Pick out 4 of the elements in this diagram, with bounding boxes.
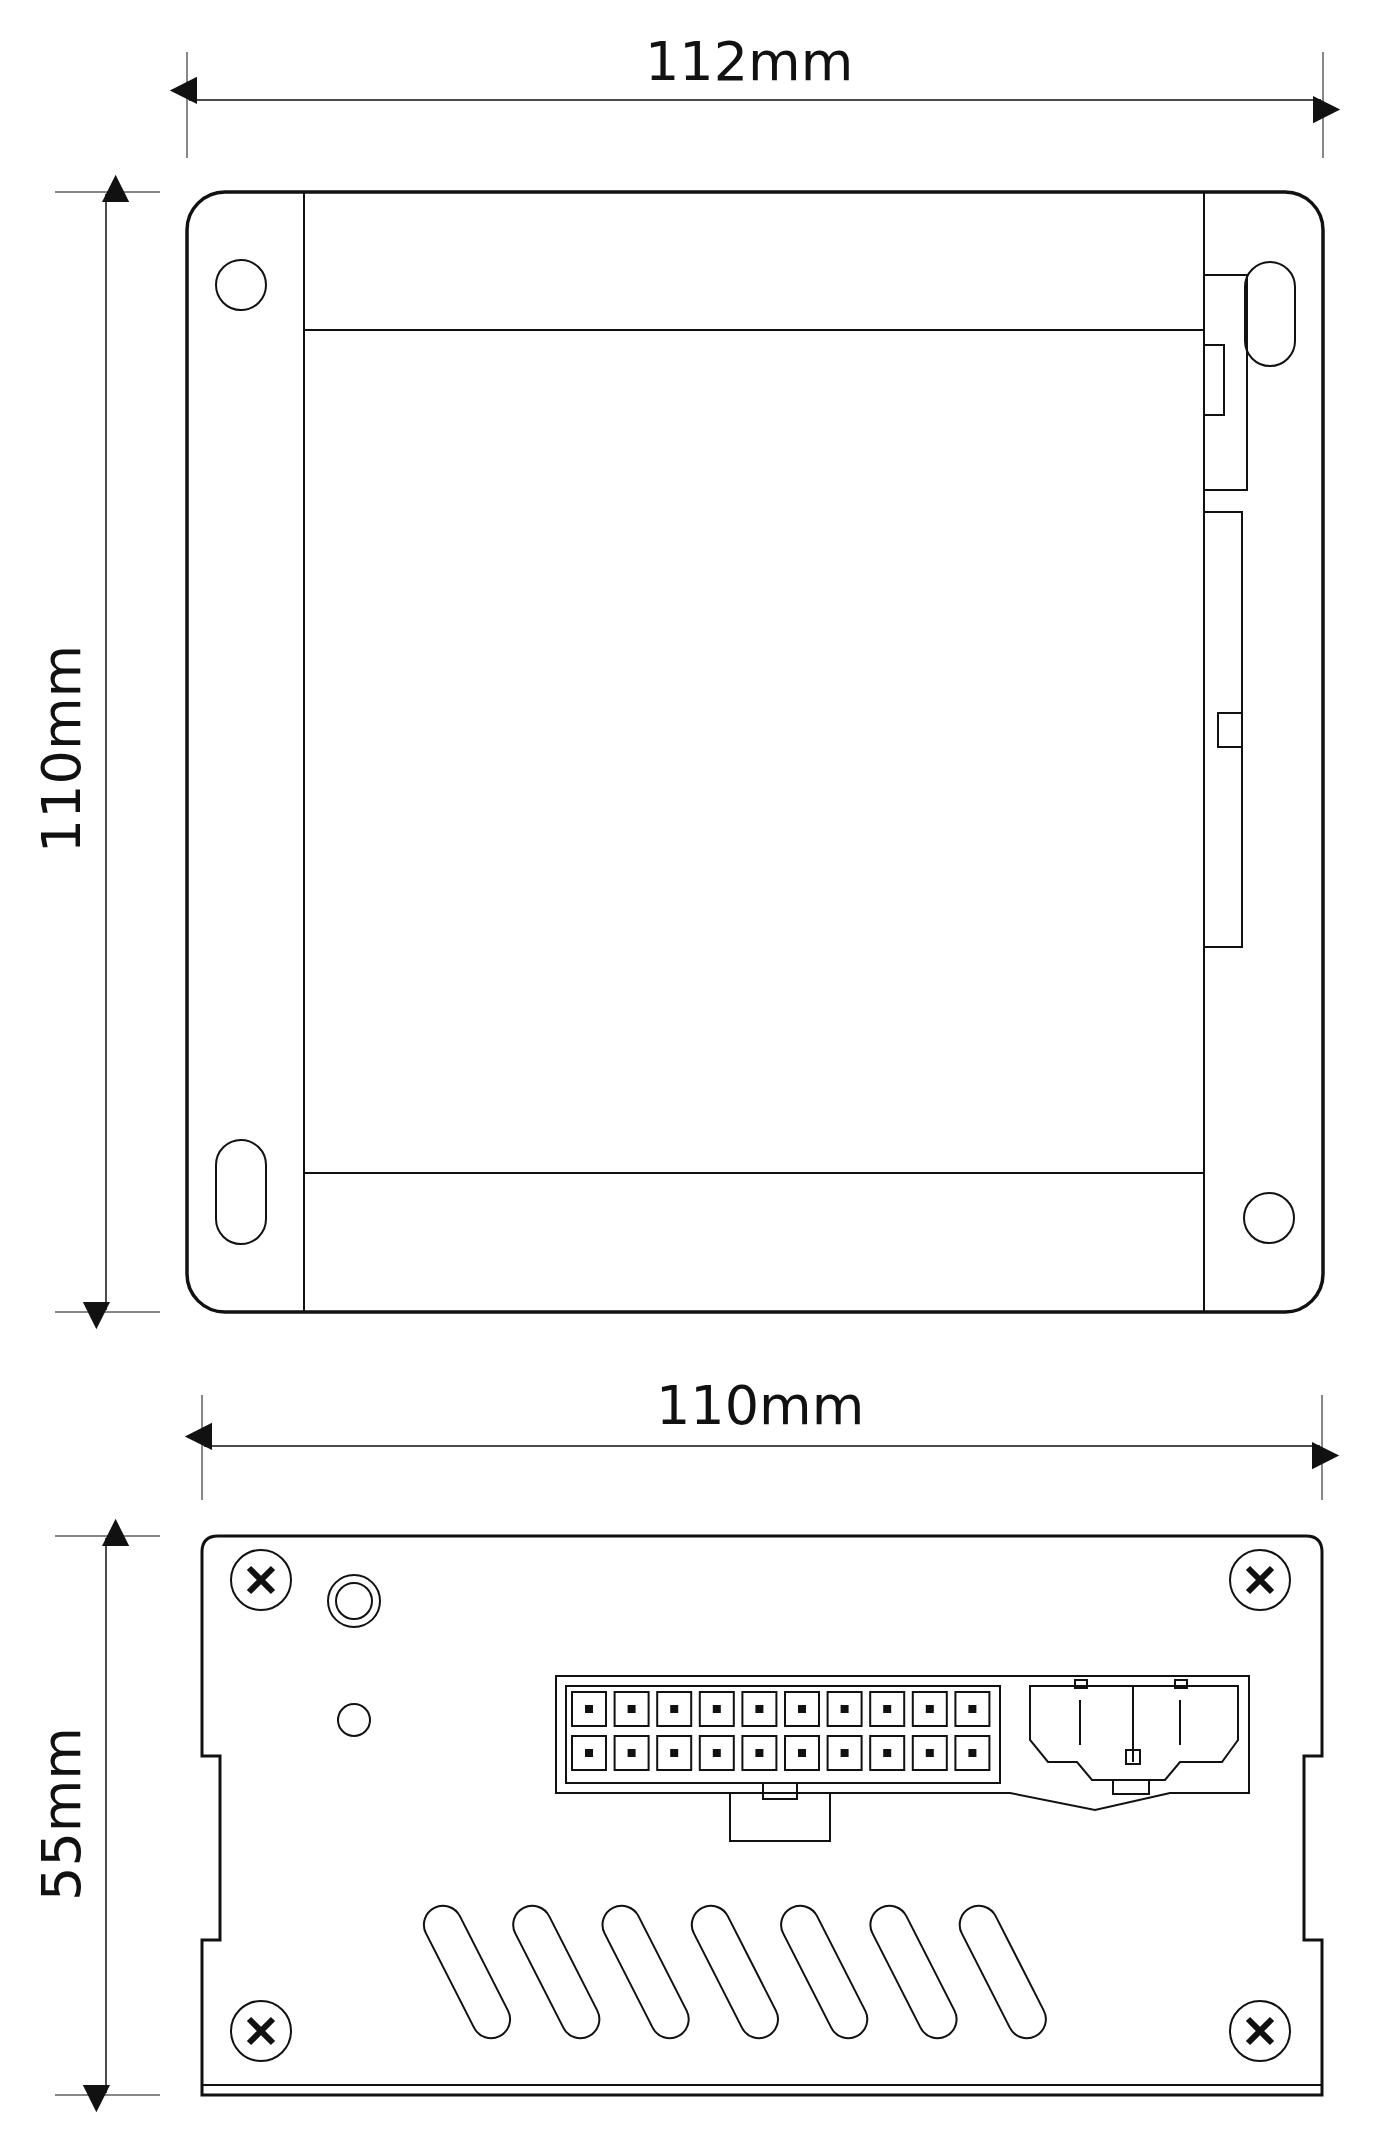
dimension-label: 55mm — [34, 1727, 89, 1901]
dimension-label: 110mm — [35, 644, 90, 854]
dimension-label: 112mm — [645, 35, 854, 89]
dimension-label: 110mm — [656, 1379, 865, 1433]
